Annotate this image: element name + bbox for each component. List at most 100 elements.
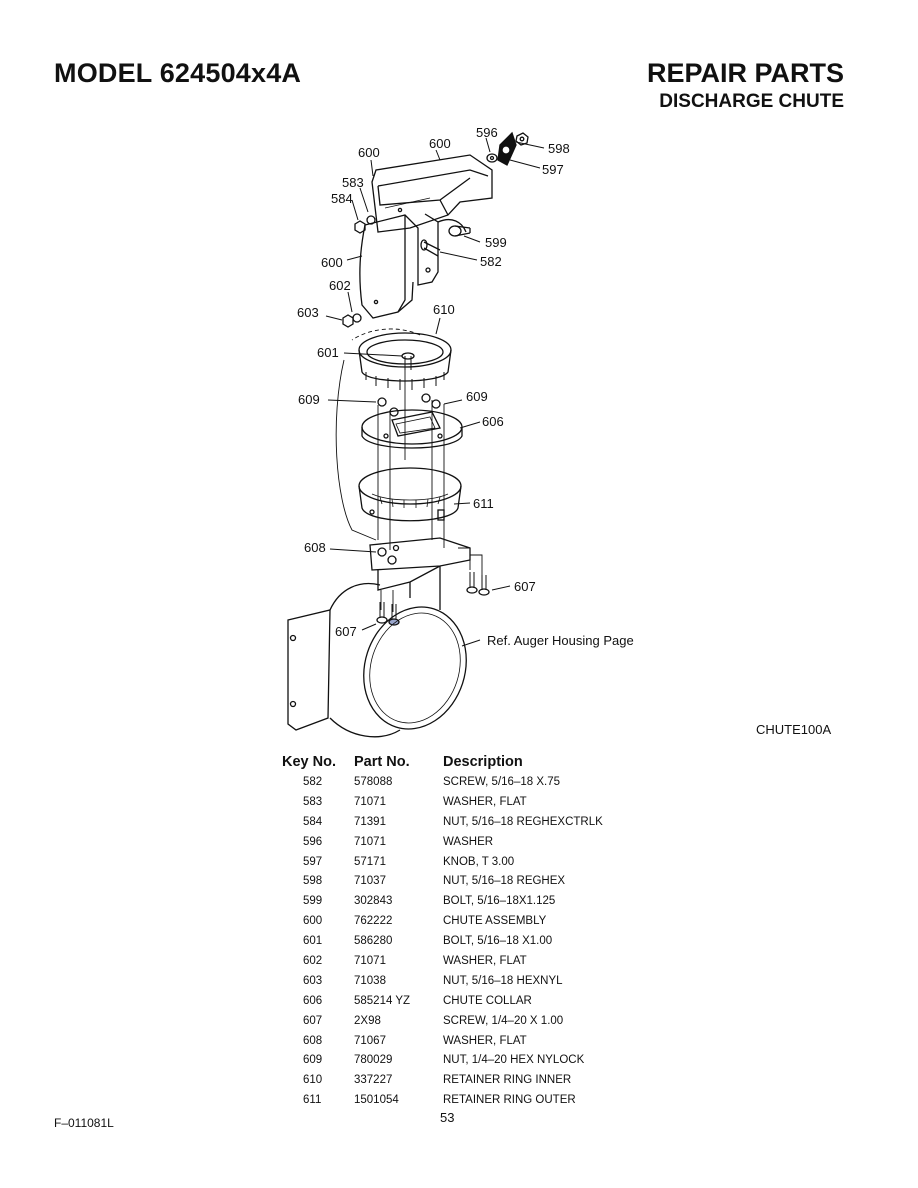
callout-583: 583 — [342, 175, 364, 190]
part-no-cell: 585214 YZ — [354, 994, 411, 1007]
table-row: 598 71037 NUT, 5/16–18 REGHEX — [282, 871, 663, 891]
part-no-cell: 71071 — [354, 795, 386, 808]
description-cell: WASHER — [443, 835, 494, 848]
section-title: DISCHARGE CHUTE — [659, 91, 844, 112]
key-no-cell: 608 — [303, 1034, 323, 1047]
knob-hardware-drawing — [342, 131, 529, 328]
description-cell: CHUTE ASSEMBLY — [443, 915, 547, 928]
callout-607-left: 607 — [335, 624, 357, 639]
callout-607-right: 607 — [514, 579, 536, 594]
header-part-no: Part No. — [354, 754, 410, 770]
part-no-cell: 71037 — [354, 875, 386, 888]
callout-596: 596 — [476, 125, 498, 140]
callout-600-top: 600 — [429, 136, 451, 151]
description-cell: NUT, 5/16–18 REGHEXCTRLK — [443, 815, 603, 828]
part-no-cell: 586280 — [354, 935, 393, 948]
key-no-cell: 599 — [303, 895, 323, 908]
part-no-cell: 302843 — [354, 895, 393, 908]
key-no-cell: 597 — [303, 855, 323, 868]
description-cell: NUT, 5/16–18 REGHEX — [443, 875, 566, 888]
chute-collar-drawing — [361, 393, 463, 449]
key-no-cell: 596 — [303, 835, 323, 848]
assembly-guide-lines — [335, 328, 483, 612]
discharge-chute-exploded-diagram: 596 600 600 598 597 583 584 599 582 600 … — [287, 125, 634, 738]
key-no-cell: 603 — [303, 974, 323, 987]
table-header-row: Key No. Part No. Description — [282, 752, 663, 772]
key-no-cell: 606 — [303, 994, 323, 1007]
table-row: 597 57171 KNOB, T 3.00 — [282, 852, 663, 872]
callout-602: 602 — [329, 278, 351, 293]
table-row: 611 1501054 RETAINER RING OUTER — [282, 1090, 663, 1110]
callout-600-mid: 600 — [321, 255, 343, 270]
header-key-no: Key No. — [282, 754, 336, 770]
callout-606: 606 — [482, 414, 504, 429]
callout-610: 610 — [433, 302, 455, 317]
part-no-cell: 578088 — [354, 775, 393, 788]
key-no-cell: 611 — [303, 1094, 322, 1107]
model-title: MODEL 624504x4A — [54, 58, 302, 88]
callout-601: 601 — [317, 345, 339, 360]
part-no-cell: 2X98 — [354, 1014, 381, 1027]
callout-597: 597 — [542, 162, 564, 177]
key-no-cell: 609 — [303, 1054, 323, 1067]
auger-housing-reference: Ref. Auger Housing Page — [487, 633, 634, 648]
callout-609-right: 609 — [466, 389, 488, 404]
chute-base-plate-drawing — [369, 537, 471, 610]
part-no-cell: 71391 — [354, 815, 386, 828]
callout-582: 582 — [480, 254, 502, 269]
description-cell: BOLT, 5/16–18 X1.00 — [443, 935, 553, 948]
part-no-cell: 71067 — [354, 1034, 386, 1047]
auger-housing-drawing — [287, 582, 467, 738]
key-no-cell: 601 — [303, 935, 323, 948]
callout-labels: 596 600 600 598 597 583 584 599 582 600 … — [297, 125, 634, 648]
description-cell: BOLT, 5/16–18X1.125 — [443, 895, 556, 908]
table-row: 596 71071 WASHER — [282, 832, 663, 852]
table-row: 601 586280 BOLT, 5/16–18 X1.00 — [282, 931, 663, 951]
callout-598: 598 — [548, 141, 570, 156]
drawing-code: CHUTE100A — [756, 722, 832, 737]
part-no-cell: 71038 — [354, 974, 386, 987]
callout-611: 611 — [473, 496, 494, 511]
description-cell: SCREW, 5/16–18 X.75 — [443, 775, 560, 788]
header-description: Description — [443, 754, 523, 770]
table-row: 584 71391 NUT, 5/16–18 REGHEXCTRLK — [282, 812, 663, 832]
page-number: 53 — [440, 1110, 455, 1125]
table-row: 608 71067 WASHER, FLAT — [282, 1031, 663, 1051]
key-no-cell: 607 — [303, 1014, 323, 1027]
form-number: F–011081L — [54, 1116, 114, 1130]
part-no-cell: 71071 — [354, 835, 386, 848]
chute-assembly-drawing — [359, 154, 493, 319]
table-row: 599 302843 BOLT, 5/16–18X1.125 — [282, 891, 663, 911]
retainer-ring-outer-drawing — [358, 467, 462, 522]
leader-lines — [325, 137, 545, 647]
part-no-cell: 780029 — [354, 1054, 393, 1067]
screws-607-drawing — [376, 572, 490, 626]
table-row: 607 2X98 SCREW, 1/4–20 X 1.00 — [282, 1011, 663, 1031]
callout-609-left: 609 — [298, 392, 320, 407]
description-cell: SCREW, 1/4–20 X 1.00 — [443, 1014, 564, 1027]
description-cell: WASHER, FLAT — [443, 954, 527, 967]
key-no-cell: 584 — [303, 815, 323, 828]
description-cell: RETAINER RING OUTER — [443, 1094, 576, 1107]
description-cell: CHUTE COLLAR — [443, 994, 532, 1007]
description-cell: KNOB, T 3.00 — [443, 855, 515, 868]
callout-608: 608 — [304, 540, 326, 555]
part-no-cell: 71071 — [354, 954, 386, 967]
callout-600-left: 600 — [358, 145, 380, 160]
key-no-cell: 598 — [303, 875, 323, 888]
part-no-cell: 57171 — [354, 855, 386, 868]
part-no-cell: 337227 — [354, 1074, 393, 1087]
key-no-cell: 610 — [303, 1074, 323, 1087]
key-no-cell: 600 — [303, 915, 323, 928]
part-no-cell: 1501054 — [354, 1094, 399, 1107]
description-cell: WASHER, FLAT — [443, 1034, 527, 1047]
